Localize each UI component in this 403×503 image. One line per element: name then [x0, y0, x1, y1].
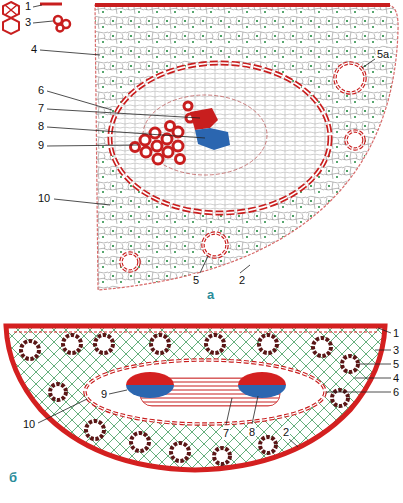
callout-number: 7: [37, 102, 45, 115]
leader-lines: [33, 5, 391, 447]
callout-number: 6: [37, 84, 45, 97]
callout-number: 6: [392, 386, 400, 399]
figure-letter: а: [206, 287, 215, 302]
callout-number: 4: [392, 372, 400, 385]
figure-letter: б: [8, 470, 18, 485]
callout-number: 5: [392, 358, 400, 371]
callout-number: 4: [30, 43, 38, 56]
callout-number: 9: [37, 139, 45, 152]
callout-number: 10: [22, 418, 36, 431]
callout-number: 9: [100, 388, 108, 401]
callout-number: 7: [222, 427, 230, 440]
callout-number: 10: [37, 192, 51, 205]
callout-number: 8: [248, 426, 256, 439]
epidermis-detail: [3, 2, 70, 34]
callout-number: 5: [192, 274, 200, 287]
callout-number: 3: [392, 344, 400, 357]
callout-number: 2: [282, 426, 290, 439]
needle-section-a: [95, 5, 398, 290]
callout-number: 2: [238, 274, 246, 287]
callout-number: 1: [24, 0, 32, 13]
callout-number: 5а: [376, 48, 390, 61]
callout-number: 1: [392, 327, 400, 340]
callout-number: 8: [37, 120, 45, 133]
needle-section-b: [6, 326, 385, 470]
callout-number: 3: [24, 16, 32, 29]
